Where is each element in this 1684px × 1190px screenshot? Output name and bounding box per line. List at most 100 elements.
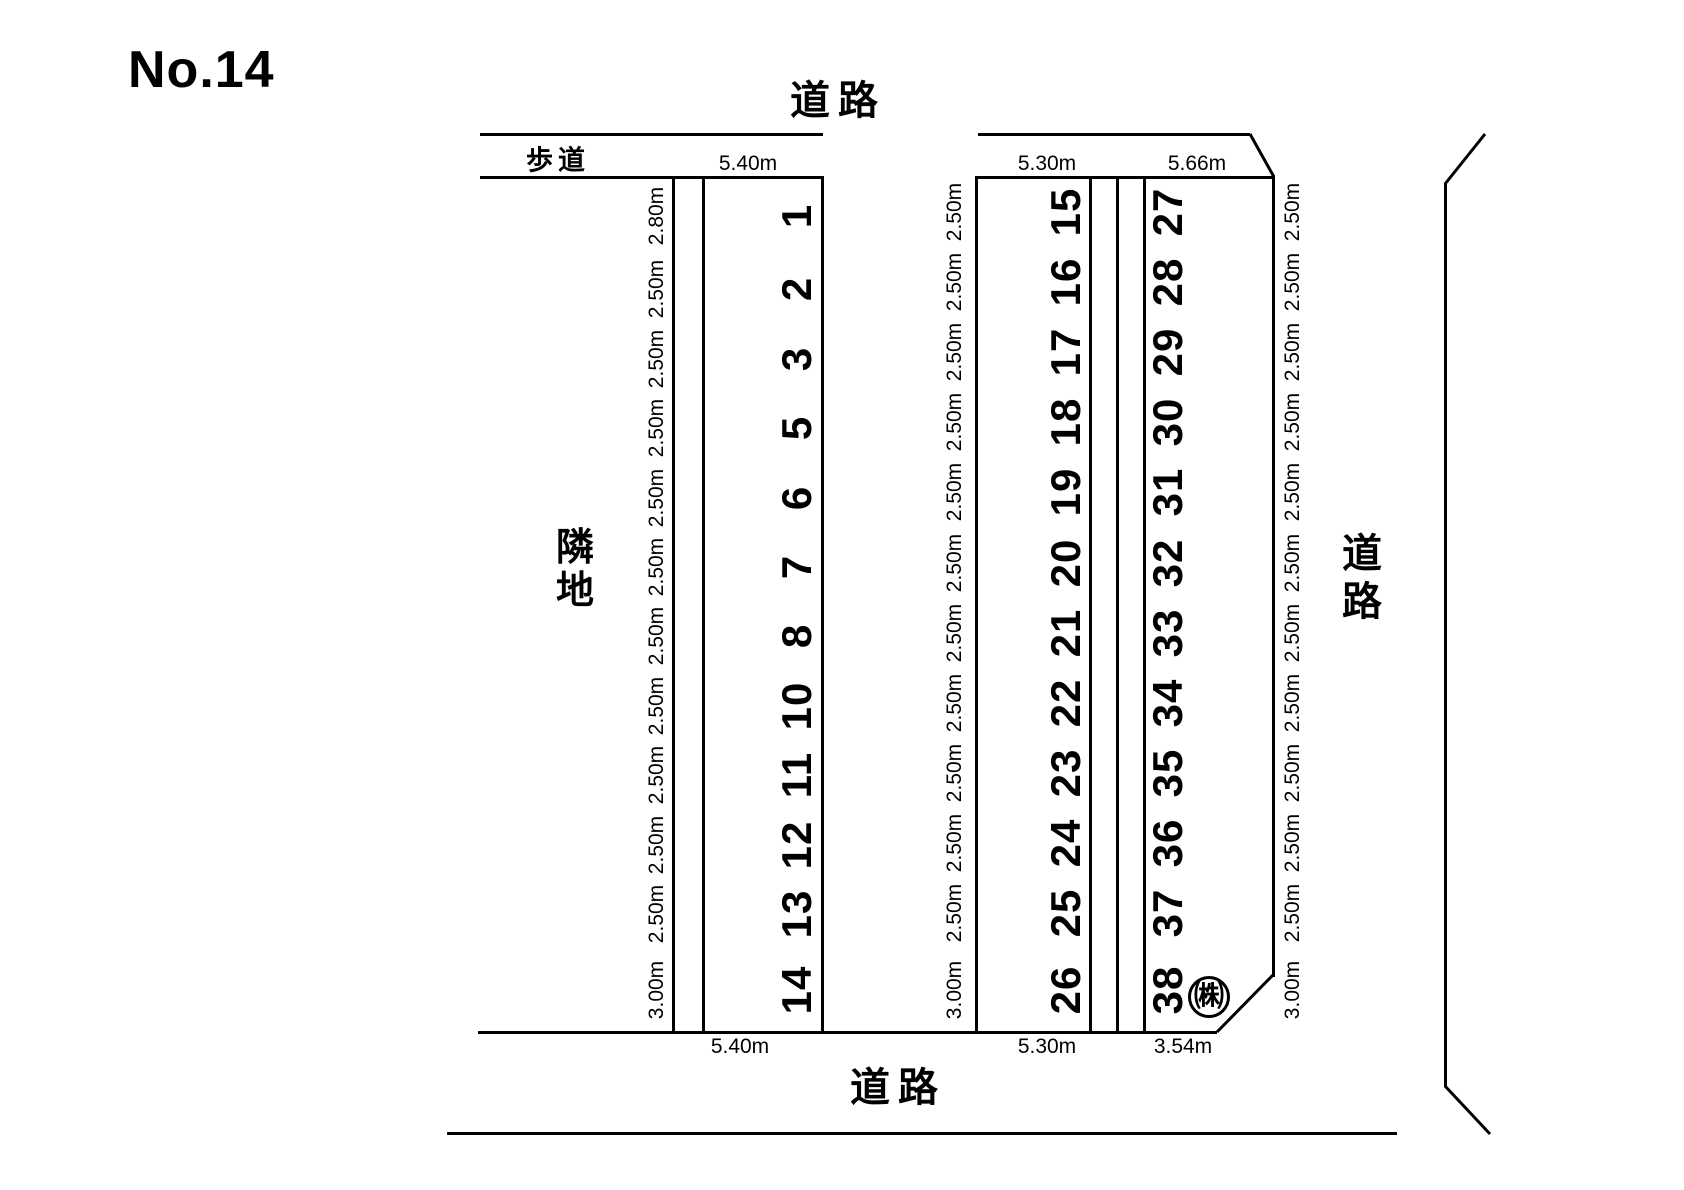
right-block-topright-road-diagonal <box>1248 133 1276 178</box>
sidewalk-label: 歩道 <box>526 145 590 176</box>
plot-number: 18 <box>1042 397 1089 447</box>
plot-number: 23 <box>1042 748 1089 798</box>
dim-bottom-left-block: 5.40m <box>710 1035 770 1058</box>
plot-number: 33 <box>1144 608 1191 657</box>
plot-number: 14 <box>773 966 820 1015</box>
road-label-top: 道路 <box>790 79 886 123</box>
dim-top-right-block-left: 5.30m <box>1017 152 1077 175</box>
left-block-strip-divider <box>702 176 705 1033</box>
row-dim-label: 2.50m <box>943 463 966 522</box>
row-dim-label: 2.50m <box>943 182 966 242</box>
plot-number: 26 <box>1042 965 1089 1015</box>
plot-number: 30 <box>1144 397 1191 447</box>
plot-number: 10 <box>773 681 820 731</box>
row-dim-label: 2.50m <box>1281 182 1304 242</box>
row-dim-label: 2.50m <box>943 603 966 662</box>
row-dim-label: 2.50m <box>1281 323 1304 382</box>
plot-number: 3 <box>773 346 820 371</box>
plot-number: 8 <box>773 624 820 649</box>
row-dim-label: 2.50m <box>645 468 668 527</box>
plot-number: 27 <box>1144 187 1191 237</box>
plot-number: 34 <box>1144 678 1191 727</box>
row-dim-label: 2.50m <box>1281 883 1304 943</box>
row-dim-label: 2.50m <box>943 673 966 732</box>
row-dim-label: 2.50m <box>943 813 966 872</box>
row-dim-label: 2.50m <box>645 676 668 735</box>
road-label-right: 道路 <box>1342 532 1382 624</box>
top-road-edge-left-segment <box>480 133 823 136</box>
row-dim-label: 2.50m <box>1281 603 1304 662</box>
blocks-bottom-boundary-line <box>478 1031 1217 1034</box>
page-title: No.14 <box>128 41 275 99</box>
row-dim-label: 2.50m <box>1281 673 1304 732</box>
adjacent-land-label: 隣地 <box>555 527 594 612</box>
plot-number: 1 <box>773 203 820 229</box>
row-dim-label: 2.50m <box>1281 393 1304 452</box>
left-block-west-edge <box>672 176 675 1033</box>
dim-top-left-block: 5.40m <box>718 152 778 175</box>
plot-number: 2 <box>773 277 820 302</box>
plot-number: 24 <box>1042 818 1089 868</box>
row-dim-label: 2.80m <box>645 186 668 246</box>
row-dim-label: 2.50m <box>645 815 668 874</box>
plot-number: 19 <box>1042 468 1089 517</box>
plot-number: 37 <box>1144 888 1191 938</box>
plot-number: 32 <box>1144 538 1191 587</box>
plot-number: 29 <box>1144 327 1191 377</box>
row-dim-label: 2.50m <box>943 252 966 312</box>
plot-number: 31 <box>1144 468 1191 517</box>
row-dim-label: 2.50m <box>645 884 668 944</box>
dim-bottom-right-block-right: 3.54m <box>1153 1035 1213 1058</box>
right-road-far-edge-line <box>1444 183 1447 1087</box>
plot-number: 36 <box>1144 818 1191 868</box>
row-dim-label: 2.50m <box>645 537 668 597</box>
dim-bottom-right-block-left: 5.30m <box>1017 1035 1077 1058</box>
plot38-corner-cut-diagonal <box>1215 973 1275 1034</box>
right-block-strip-divider-2 <box>1116 176 1119 1033</box>
row-dim-label: 2.50m <box>943 883 966 943</box>
plot-number: 25 <box>1042 888 1089 938</box>
row-dim-label: 2.50m <box>1281 463 1304 522</box>
plot-number: 16 <box>1042 257 1089 307</box>
row-dim-label: 2.50m <box>943 743 966 802</box>
plot-number: 13 <box>773 889 820 939</box>
plot-number: 20 <box>1042 538 1089 587</box>
top-road-edge-right-segment <box>978 133 1250 136</box>
dim-top-right-block-right: 5.66m <box>1167 152 1227 175</box>
row-dim-label: 3.00m <box>1281 960 1304 1020</box>
sidewalk-bottom-line <box>480 176 823 179</box>
right-road-top-diagonal <box>1443 133 1487 185</box>
row-dim-label: 2.50m <box>1281 743 1304 802</box>
plot-number: 35 <box>1144 748 1191 798</box>
row-dim-label: 2.50m <box>645 260 668 319</box>
plot-number: 5 <box>773 416 820 441</box>
row-dim-label: 3.00m <box>645 961 668 1020</box>
right-block-west-edge <box>975 176 978 1033</box>
right-block-top-edge <box>975 176 1274 179</box>
plot-number: 28 <box>1144 257 1191 307</box>
plot-number: 15 <box>1042 187 1089 237</box>
plot-number: 21 <box>1042 608 1089 657</box>
plot-number: 12 <box>773 820 820 869</box>
row-dim-label: 2.50m <box>645 329 668 388</box>
plot-number: 6 <box>773 485 820 510</box>
row-dim-label: 2.50m <box>645 746 668 805</box>
row-dim-label: 2.50m <box>943 323 966 382</box>
row-dim-label: 2.50m <box>1281 813 1304 872</box>
row-dim-label: 2.50m <box>1281 252 1304 312</box>
plot-number: 22 <box>1042 678 1089 727</box>
row-dim-label: 2.50m <box>943 393 966 452</box>
row-dim-label: 2.50m <box>645 399 668 458</box>
left-block-east-edge <box>821 176 824 1033</box>
plot-number: 11 <box>773 751 820 799</box>
plot-number: 38 <box>1144 965 1191 1015</box>
right-block-strip-divider-3 <box>1143 176 1146 1033</box>
row-dim-label: 3.00m <box>943 960 966 1020</box>
right-block-strip-divider-1 <box>1089 176 1092 1033</box>
row-dim-label: 2.50m <box>943 533 966 592</box>
bottom-road-far-edge-line <box>447 1132 1397 1135</box>
road-label-bottom: 道路 <box>850 1066 946 1110</box>
row-dim-label: 2.50m <box>645 607 668 666</box>
